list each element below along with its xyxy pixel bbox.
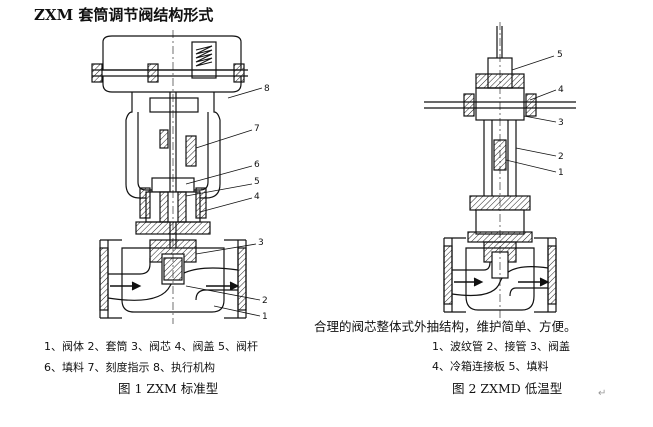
callout-5: 5 [557, 50, 563, 60]
figure1-callouts: 8 7 6 5 4 3 2 1 [254, 84, 270, 322]
figure2-caption: 图 2 ZXMD 低温型 [452, 381, 563, 396]
callout-4: 4 [254, 192, 260, 202]
figure2-drawing [424, 22, 576, 322]
figure1-legend-line1: 1、阀体 2、套筒 3、阀芯 4、阀盖 5、阀杆 [44, 340, 258, 353]
figure1-legend-line2: 6、填料 7、刻度指示 8、执行机构 [44, 361, 215, 374]
figure1-drawing [91, 30, 263, 324]
callout-5: 5 [254, 177, 260, 187]
callout-1: 1 [262, 312, 268, 322]
callout-6: 6 [254, 160, 260, 170]
figure2-legend-line1: 1、波纹管 2、接管 3、阀盖 [432, 340, 570, 353]
figure2-legend-line2: 4、冷箱连接板 5、填料 [432, 360, 549, 373]
callout-7: 7 [254, 124, 260, 134]
callout-3: 3 [258, 238, 264, 248]
callout-2: 2 [262, 296, 268, 306]
figure2-note: 合理的阀芯整体式外抽结构，维护简单、方便。 [314, 319, 577, 334]
return-mark: ↵ [598, 388, 607, 399]
callout-2: 2 [558, 152, 564, 162]
callout-1: 1 [558, 168, 564, 178]
figure1-caption: 图 1 ZXM 标准型 [118, 381, 219, 396]
callout-4: 4 [558, 85, 564, 95]
callout-3: 3 [558, 118, 564, 128]
callout-8: 8 [264, 84, 270, 94]
page-title: ZXM 套筒调节阀结构形式 [34, 6, 214, 24]
figure2-callouts: 5 4 3 2 1 [557, 50, 564, 178]
